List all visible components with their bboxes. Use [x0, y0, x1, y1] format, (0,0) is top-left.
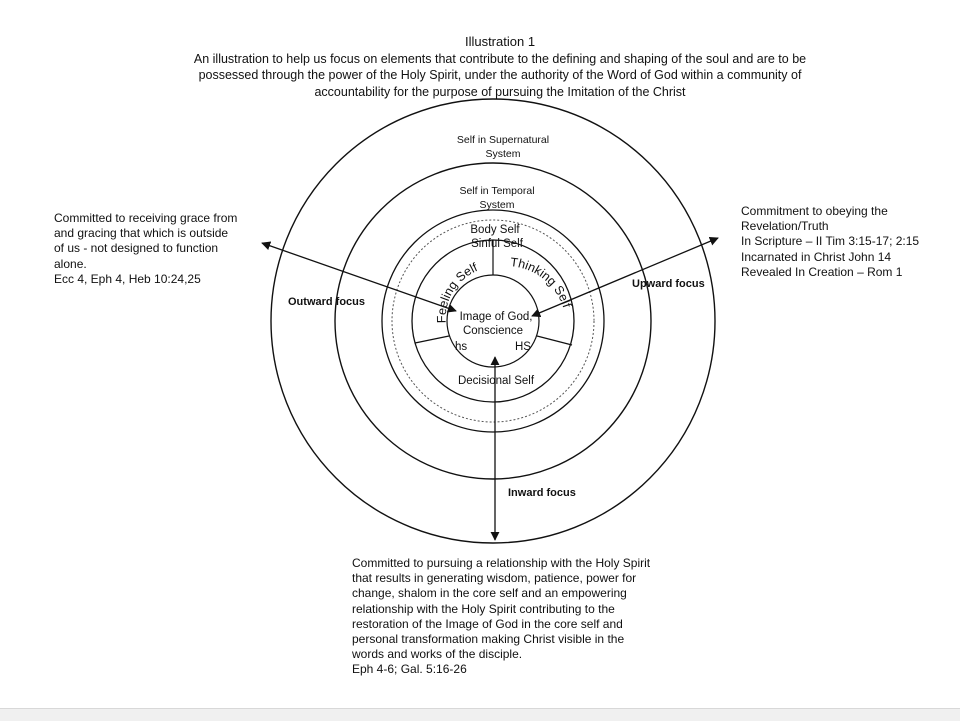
bottom-rule [0, 708, 960, 721]
note-line: Eph 4-6; Gal. 5:16-26 [352, 662, 467, 677]
core-label: Image of God, [460, 311, 533, 323]
note-line: that results in generating wisdom, patie… [352, 571, 637, 586]
outward-focus-label: Outward focus [288, 296, 365, 308]
note-line: Committed to receiving grace from [54, 211, 238, 225]
subtitle-line: accountability for the purpose of pursui… [314, 84, 686, 99]
note-line: change, shalom in the core self and an e… [352, 586, 627, 601]
note-line: and gracing that which is outside [54, 226, 229, 241]
core-label: Conscience [463, 325, 523, 337]
note-line: Ecc 4, Eph 4, Heb 10:24,25 [54, 271, 201, 286]
inward-note: Committed to pursuing a relationship wit… [352, 556, 697, 678]
note-line: In Scripture – II Tim 3:15-17; 2:15 [741, 234, 920, 249]
temporal-label: System [479, 199, 514, 211]
divider-right [536, 335, 573, 346]
hs-capital-label: HS [515, 341, 531, 353]
supernatural-label: Self in Supernatural [457, 134, 549, 146]
note-line: Revealed In Creation – Rom 1 [741, 264, 903, 279]
hs-label: hs [455, 341, 467, 353]
body-self-label: Body Self [470, 224, 520, 236]
outward-note: Committed to receiving grace from and gr… [54, 211, 269, 287]
note-line: Revelation/Truth [741, 219, 829, 234]
note-line: Committed to pursuing a relationship wit… [352, 556, 651, 570]
header: Illustration 1 An illustration to help u… [150, 34, 850, 100]
upward-arrow [531, 236, 719, 318]
note-line: Incarnated in Christ John 14 [741, 249, 892, 264]
note-line: restoration of the Image of God in the c… [352, 616, 623, 631]
divider-left [414, 335, 450, 344]
note-line: Commitment to obeying the [741, 204, 888, 218]
note-line: personal transformation making Christ vi… [352, 632, 625, 647]
note-line: words and works of the disciple. [352, 647, 523, 662]
subtitle-line: possessed through the power of the Holy … [198, 68, 802, 82]
note-line: relationship with the Holy Spirit contri… [352, 601, 615, 616]
temporal-label: Self in Temporal [459, 185, 534, 197]
inward-focus-label: Inward focus [508, 487, 576, 499]
note-line: of us - not designed to function [54, 241, 219, 256]
decisional-self-label: Decisional Self [458, 375, 535, 387]
note-line: alone. [54, 256, 87, 271]
upward-focus-label: Upward focus [632, 278, 705, 290]
sinful-self-label: Sinful Self [471, 238, 524, 250]
sinful-self-ring [391, 219, 595, 423]
subtitle-line: An illustration to help us focus on elem… [193, 51, 807, 66]
illustration-title: Illustration 1 [464, 34, 536, 49]
upward-note: Commitment to obeying the Revelation/Tru… [741, 204, 941, 280]
outward-arrow [261, 241, 457, 313]
supernatural-label: System [485, 148, 520, 160]
outer-ring [270, 98, 716, 544]
